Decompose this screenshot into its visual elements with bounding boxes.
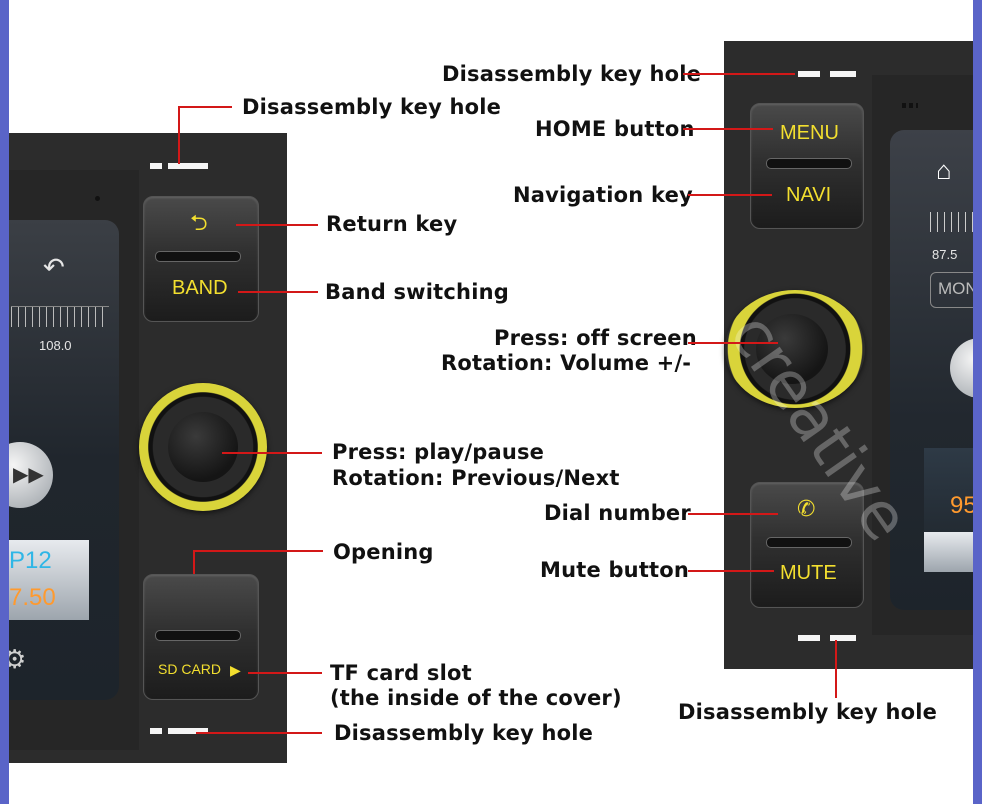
leader-home-button (683, 128, 773, 130)
sd-arrow-icon: ▶ (230, 662, 241, 678)
leader-return-key (236, 224, 318, 226)
left-top-key-hole-a (150, 163, 162, 169)
leader-left-top-hole-v (178, 106, 180, 164)
fast-forward-icon: ▶▶ (13, 464, 44, 486)
leader-tf-slot (248, 672, 322, 674)
leader-opening-h (193, 550, 323, 552)
label-home-button: HOME button (535, 117, 695, 141)
label-left-bottom-hole: Disassembly key hole (334, 721, 594, 745)
label-right-knob-rotation: Rotation: Volume +/- (441, 351, 692, 375)
settings-gear-icon: ⚙ (9, 644, 27, 674)
leader-right-knob (688, 342, 778, 344)
right-display: ⌂ 87.5 MON 95 (890, 130, 973, 610)
home-icon: ⌂ (936, 155, 952, 185)
right-bottom-key-hole-b (830, 635, 856, 641)
mode-label: MON (938, 279, 973, 298)
label-return-key: Return key (326, 212, 458, 236)
leader-left-knob (222, 452, 322, 454)
label-navigation-key: Navigation key (513, 183, 693, 207)
leader-right-top-hole (683, 73, 795, 75)
left-top-key-hole-b (168, 163, 208, 169)
leader-band (238, 291, 318, 293)
return-icon: ⮌ (190, 210, 208, 235)
label-band-switching: Band switching (325, 280, 509, 304)
leader-left-top-hole-h (178, 106, 232, 108)
tuning-scale (11, 306, 109, 327)
label-left-knob-rotation: Rotation: Previous/Next (332, 466, 620, 490)
label-dial-number: Dial number (544, 501, 691, 525)
sd-card-label: SD CARD (158, 661, 222, 677)
menu-label: MENU (780, 122, 839, 144)
navi-label: NAVI (786, 184, 832, 206)
preset-card (9, 540, 89, 620)
right-knob-center (756, 314, 828, 384)
right-top-key-hole-b (830, 71, 856, 77)
phone-icon: ✆ (797, 496, 816, 521)
label-mute-button: Mute button (540, 558, 690, 582)
left-frequency: 108.0 (39, 338, 72, 353)
back-arrow-icon: ↶ (43, 252, 65, 282)
leader-navigation-key (688, 194, 772, 196)
mode-chip (930, 272, 973, 308)
preset-value: 7.50 (9, 584, 56, 611)
label-tf-slot-note: (the inside of the cover) (330, 686, 622, 710)
right-button-divider (766, 158, 852, 169)
left-bottom-key-hole-b (168, 728, 208, 734)
left-edge-bar (0, 0, 9, 804)
leader-right-bottom-hole (835, 640, 837, 698)
right-bottom-key-hole-a (798, 635, 820, 641)
right-card (924, 532, 973, 572)
leader-opening-v (193, 550, 195, 574)
fast-forward-button: ▶▶ (9, 442, 53, 508)
microphone-hole (95, 196, 100, 201)
leader-dial-number (688, 513, 778, 515)
left-bottom-key-hole-a (150, 728, 162, 734)
right-top-key-hole-a (798, 71, 820, 77)
left-display: ↶ 108.0 ▶▶ P12 7.50 ⚙ (9, 220, 119, 700)
leader-mute-button (688, 570, 774, 572)
preset-label: P12 (9, 547, 52, 574)
label-right-bottom-hole: Disassembly key hole (678, 700, 938, 724)
mute-divider (766, 537, 852, 548)
mute-label: MUTE (780, 562, 837, 584)
right-edge-bar (973, 0, 982, 804)
label-left-top-hole: Disassembly key hole (242, 95, 502, 119)
right-frequency: 87.5 (932, 247, 958, 262)
label-left-knob-press: Press: play/pause (332, 440, 545, 464)
band-label: BAND (172, 277, 228, 299)
left-button-divider (155, 251, 241, 262)
label-right-top-hole: Disassembly key hole (442, 62, 702, 86)
right-tuning-scale (930, 212, 973, 232)
right-value: 95 (950, 492, 973, 519)
label-opening: Opening (333, 540, 434, 564)
sd-cover-divider (155, 630, 241, 641)
microphone-holes (902, 103, 918, 108)
label-right-knob-press: Press: off screen (494, 326, 697, 350)
leader-left-bottom-hole (196, 732, 322, 734)
left-knob-center (168, 412, 238, 482)
right-round-button (950, 338, 973, 398)
right-info-panel (924, 448, 973, 532)
label-tf-slot: TF card slot (330, 661, 472, 685)
